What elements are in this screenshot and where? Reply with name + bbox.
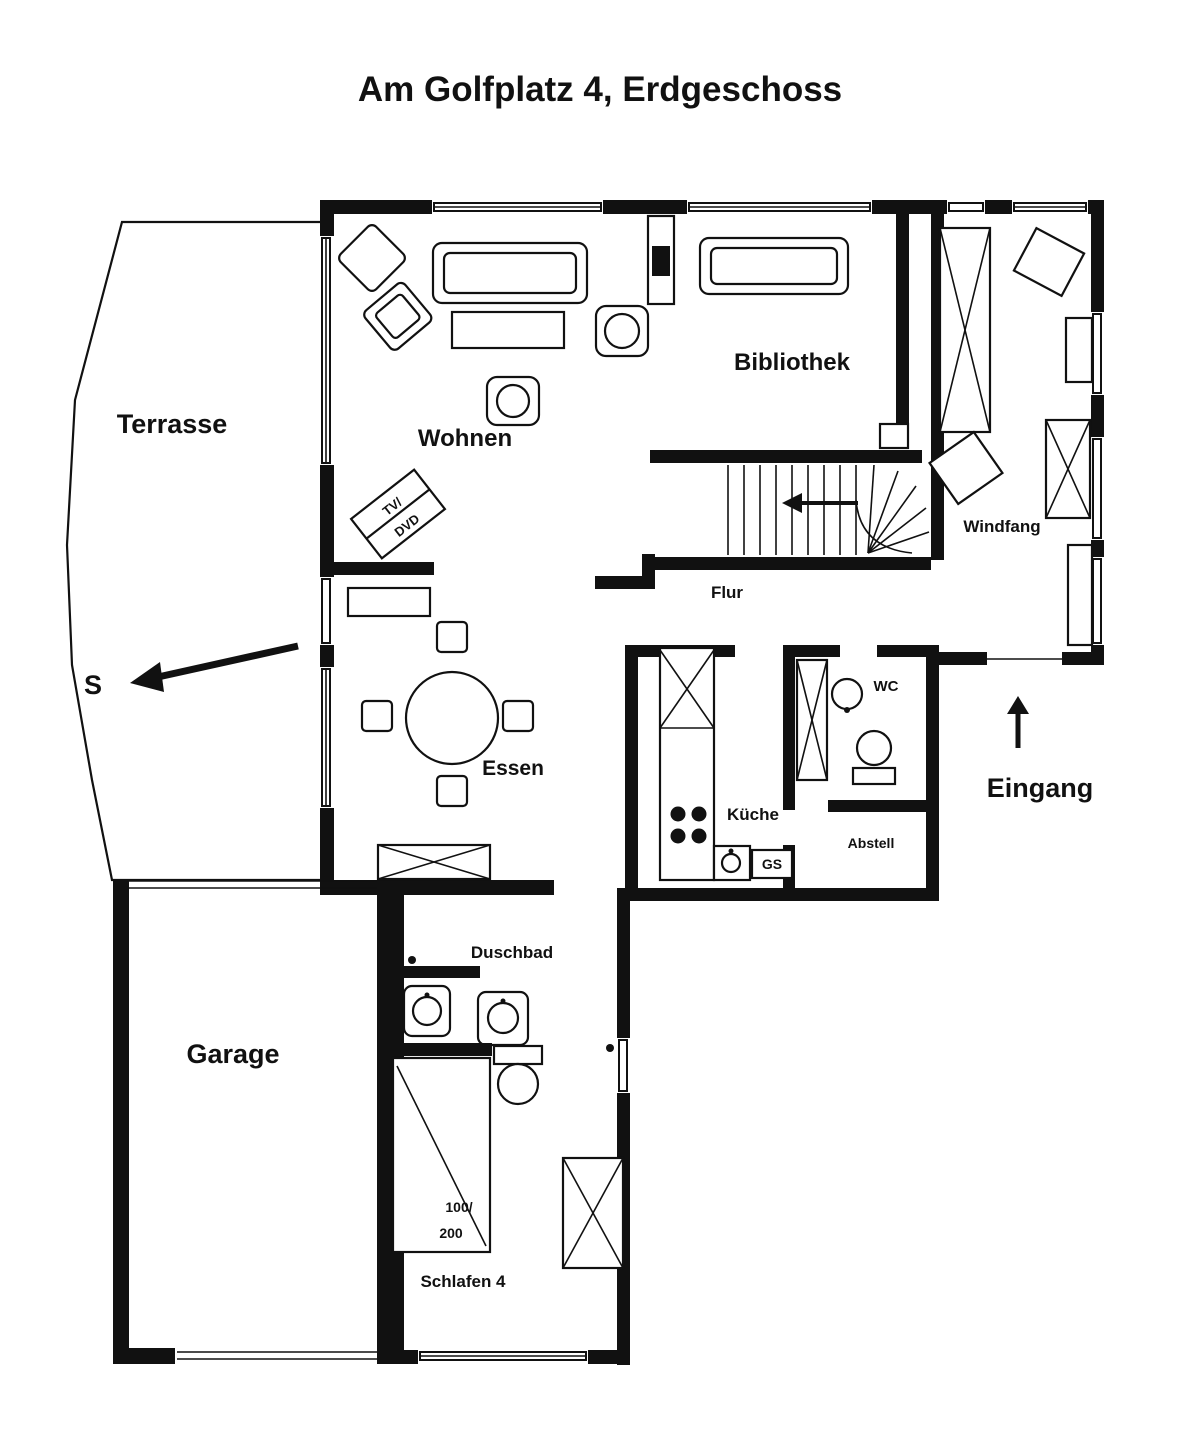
room-label-wc: WC xyxy=(874,678,899,695)
vestibule-furniture xyxy=(928,226,1094,647)
wc-fixtures xyxy=(795,658,897,786)
stove-burners xyxy=(670,806,707,844)
door-hinge-dot xyxy=(606,1044,614,1052)
wc-sink xyxy=(830,677,864,711)
entry-chest xyxy=(928,430,1004,506)
armchair xyxy=(363,281,433,351)
windows xyxy=(129,202,1102,1361)
dishwasher: GS xyxy=(750,848,794,880)
bed: 100/ 200 xyxy=(391,1056,492,1254)
kitchen-counter xyxy=(658,646,716,882)
page-title: Am Golfplatz 4, Erdgeschoss xyxy=(358,70,842,109)
dining-chair xyxy=(501,699,535,733)
washbasin xyxy=(402,984,452,1038)
wall-fixture xyxy=(1064,316,1094,384)
room-label-essen: Essen xyxy=(482,757,544,780)
tv-cabinet: TV/ DVD xyxy=(349,468,447,560)
dining-chair xyxy=(435,620,469,654)
bath-wall xyxy=(395,1043,492,1056)
wardrobe xyxy=(938,226,992,434)
dining-furniture xyxy=(360,620,535,881)
living-room-furniture: TV/ DVD xyxy=(338,214,676,618)
bedroom-closet xyxy=(561,1156,625,1270)
tall-cabinet xyxy=(659,649,715,729)
wall-shelf xyxy=(1066,543,1094,647)
bed-size-line1: 100/ xyxy=(445,1199,472,1215)
room-label-flur: Flur xyxy=(711,583,743,602)
entrance-arrow-icon xyxy=(1007,696,1029,748)
bathroom-fixtures xyxy=(395,956,614,1106)
stair-steps xyxy=(727,464,930,555)
sideboard xyxy=(346,586,432,618)
room-label-eingang: Eingang xyxy=(987,773,1094,803)
dining-chair xyxy=(360,699,394,733)
staircase xyxy=(727,464,930,555)
room-label-duschbad: Duschbad xyxy=(471,943,553,962)
wc-toilet xyxy=(851,729,897,786)
bath-partition xyxy=(398,966,480,978)
terrace-outline xyxy=(65,220,320,882)
dining-table xyxy=(404,670,500,766)
room-label-kueche: Küche xyxy=(727,805,779,824)
room-label-wohnen: Wohnen xyxy=(418,425,512,452)
dining-sideboard xyxy=(376,843,492,881)
room-label-bibliothek: Bibliothek xyxy=(734,349,851,376)
south-arrow-icon xyxy=(130,642,299,692)
stairs-direction-arrow-icon xyxy=(782,493,858,513)
bath-toilet xyxy=(492,1044,544,1106)
kitchen-fixtures: GS xyxy=(658,646,794,882)
corner-armchair xyxy=(338,224,406,292)
wc-cabinet xyxy=(795,658,829,782)
coffee-table xyxy=(450,310,566,350)
dining-chair xyxy=(435,774,469,808)
radiator xyxy=(1044,418,1092,520)
kitchen-sink xyxy=(712,844,752,882)
library-shelf xyxy=(878,422,910,450)
bedroom-furniture: 100/ 200 xyxy=(391,1056,625,1270)
library-furniture xyxy=(698,236,910,450)
door-hinge-dot xyxy=(408,956,416,964)
walls xyxy=(113,200,1104,1365)
room-label-terrasse: Terrasse xyxy=(117,409,228,439)
room-label-garage: Garage xyxy=(186,1039,279,1069)
room-label-abstell: Abstell xyxy=(848,835,895,851)
dishwasher-label: GS xyxy=(762,856,782,872)
room-label-schlafen: Schlafen 4 xyxy=(420,1272,506,1291)
room-label-windfang: Windfang xyxy=(963,517,1040,536)
washbasin xyxy=(476,990,530,1047)
entry-table xyxy=(1012,226,1086,298)
south-label: S xyxy=(84,670,102,700)
bed-size-line2: 200 xyxy=(439,1225,463,1241)
